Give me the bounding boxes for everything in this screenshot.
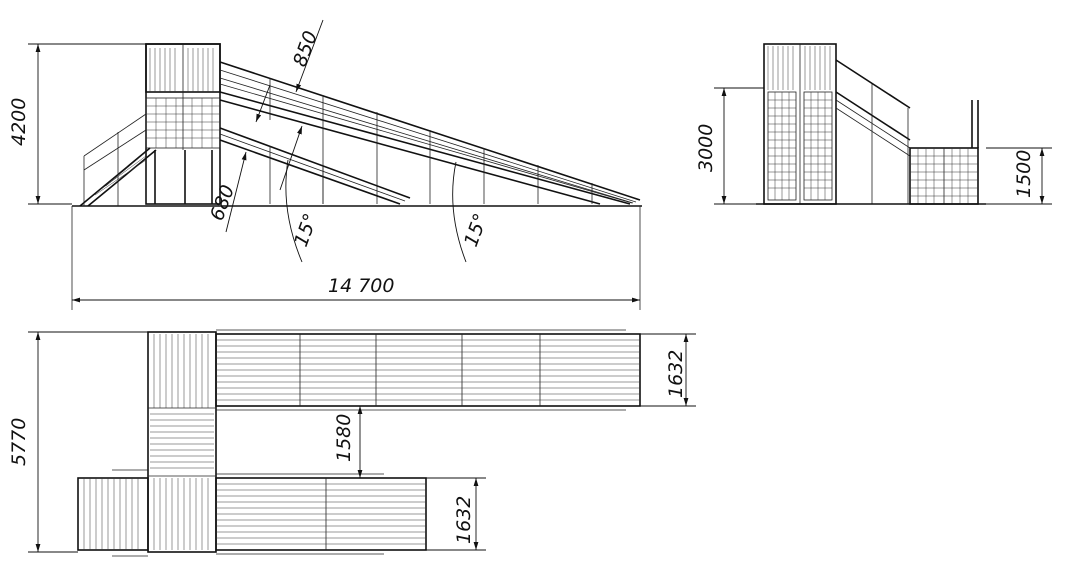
dim-lane-1632-top: 1632 <box>640 333 696 407</box>
tower-top-planks <box>150 334 214 550</box>
top-view <box>77 329 641 557</box>
tower-side <box>145 43 221 205</box>
gap-label: 1580 <box>333 414 355 462</box>
front-view <box>756 43 986 205</box>
stairs-top-treads <box>83 478 139 550</box>
dim-height-3000: 3000 <box>695 87 764 205</box>
dim-length-14700: 14 700 <box>72 275 640 303</box>
front-height-label: 3000 <box>695 124 717 172</box>
top-width-label: 5770 <box>8 418 30 466</box>
angle-15-1: 15° <box>285 159 322 263</box>
side-view <box>71 43 642 310</box>
angle-label-1: 15° <box>290 211 322 250</box>
rail-gap-label: 850 <box>289 28 322 70</box>
dim-680: 680 <box>206 84 271 233</box>
upper-lane-planks <box>216 339 640 401</box>
height-label: 4200 <box>8 98 30 146</box>
dim-lane-1632-bottom: 1632 <box>426 477 486 551</box>
lower-slide-side <box>219 127 411 205</box>
dim-850: 850 <box>279 19 324 191</box>
step-height-label: 1500 <box>1013 150 1035 198</box>
dim-gap-1580: 1580 <box>333 406 363 478</box>
dim-height-4200: 4200 <box>8 43 146 205</box>
lane-width-bottom-label: 1632 <box>453 496 475 544</box>
lower-lane-planks <box>216 483 426 545</box>
slope-height-label: 680 <box>206 182 239 224</box>
stairs-side <box>79 113 157 207</box>
angle-15-2: 15° <box>452 161 492 263</box>
upper-slide-side <box>219 61 641 205</box>
angle-label-2: 15° <box>460 211 492 250</box>
dim-width-5770: 5770 <box>8 331 148 553</box>
length-label: 14 700 <box>328 275 394 297</box>
dim-height-1500: 1500 <box>986 147 1052 205</box>
lane-width-top-label: 1632 <box>665 350 687 398</box>
